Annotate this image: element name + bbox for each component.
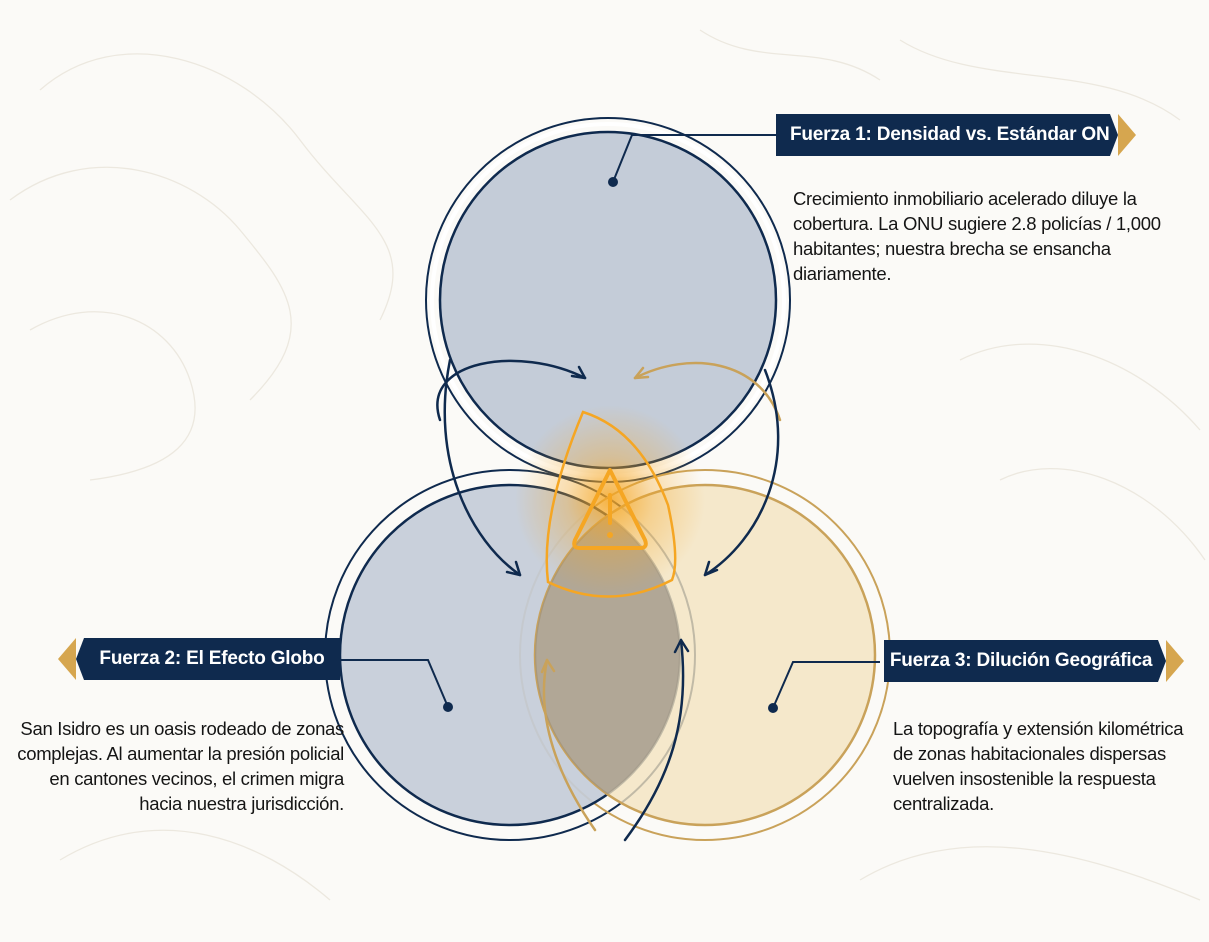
force-1-banner: Fuerza 1: Densidad vs. Estándar ONU — [776, 114, 1136, 156]
contour-pattern — [9, 29, 1206, 901]
force-3-title: Fuerza 3: Dilución Geográfica — [889, 650, 1153, 671]
arrow-right-top — [633, 361, 782, 422]
leader-lines — [340, 134, 880, 709]
arrow-top-left — [436, 359, 587, 422]
force-2-banner: Fuerza 2: El Efecto Globo — [58, 638, 340, 680]
force-2-description: San Isidro es un oasis rodeado de zonas … — [17, 718, 344, 814]
arrow-bottom-right — [623, 638, 685, 842]
arrows — [436, 358, 782, 842]
force-3-banner: Fuerza 3: Dilución Geográfica — [884, 640, 1184, 682]
marker-dot-3 — [768, 703, 778, 713]
arrow-top-down — [443, 358, 522, 577]
arrow-right-down — [703, 368, 780, 577]
center-outline — [545, 410, 677, 598]
arrow-bottom-left — [542, 658, 597, 832]
force-2-title: Fuerza 2: El Efecto Globo — [99, 648, 325, 669]
force-1-title: Fuerza 1: Densidad vs. Estándar ONU — [790, 124, 1123, 145]
warning-triangle-icon — [572, 468, 648, 550]
force-3-description: La topografía y extensión kilométrica de… — [893, 718, 1184, 814]
force-1-description: Crecimiento inmobiliario acelerado diluy… — [793, 188, 1161, 284]
marker-dot-2 — [443, 702, 453, 712]
marker-dot-1 — [608, 177, 618, 187]
